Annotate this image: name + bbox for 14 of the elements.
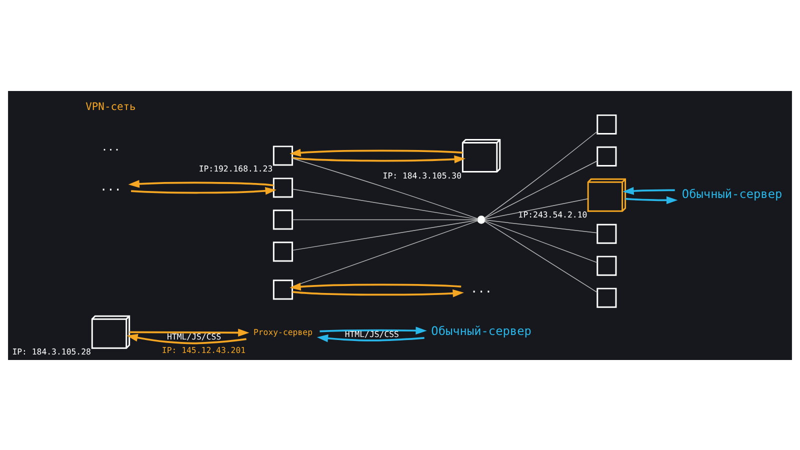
node-label: IP: 145.12.43.201 <box>162 344 246 354</box>
node-text: Обычный-сервер <box>431 323 532 338</box>
node-label: IP:243.54.2.10 <box>518 209 588 220</box>
node-text: Обычный-сервер <box>682 186 782 201</box>
edge-label: HTML/JS/CSS <box>344 328 399 339</box>
node-label: IP:192.168.1.23 <box>198 163 273 174</box>
label: ... <box>101 140 120 153</box>
edge-label: HTML/JS/CSS <box>167 330 222 341</box>
node-label: IP: 184.3.105.30 <box>382 170 462 180</box>
node-text: ... <box>470 281 492 296</box>
node-text: ... <box>100 179 122 194</box>
node-label: IP: 184.3.105.28 <box>12 346 91 356</box>
node-text: Proxy-сервер <box>253 326 313 336</box>
label: VPN-сеть <box>86 100 136 113</box>
